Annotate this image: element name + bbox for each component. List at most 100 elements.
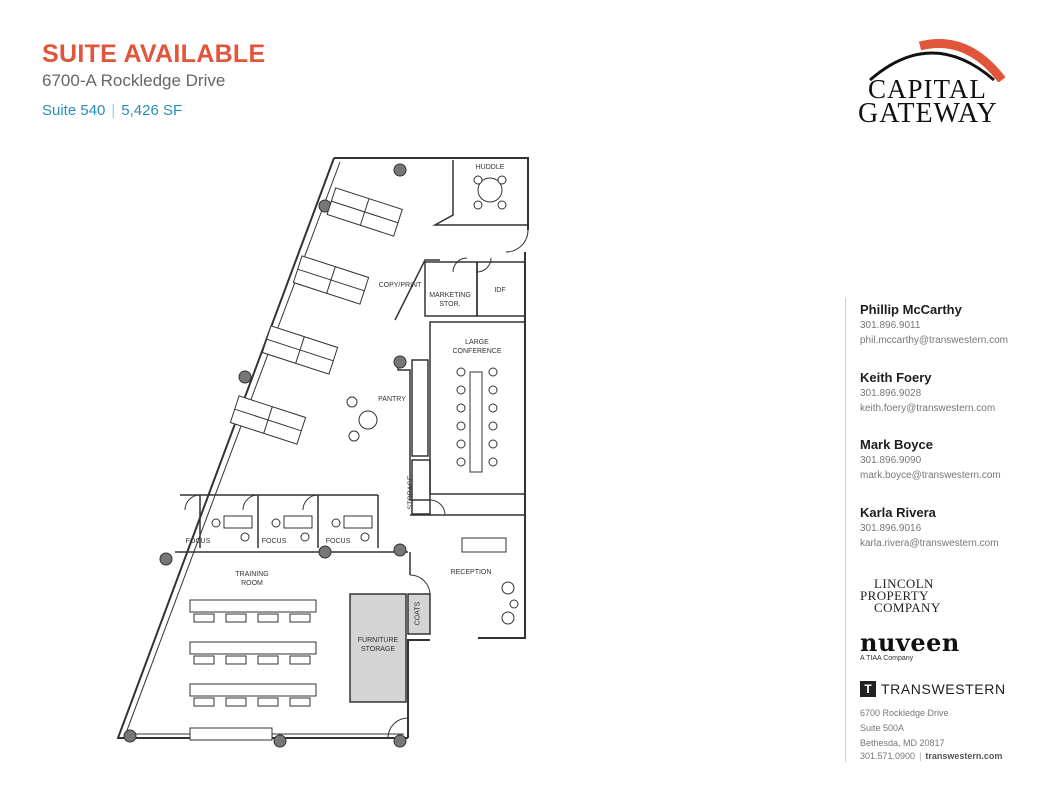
suite-info: Suite 540|5,426 SF [42,102,182,119]
logo-line-gateway: GATEWAY [858,98,998,129]
chair [211,518,221,528]
room-label-training: TRAINING ROOM [226,570,278,588]
outer-wall [334,157,529,230]
reception-desk [461,537,507,553]
chair [331,518,341,528]
contact-email[interactable]: karla.rivera@transwestern.com [860,538,999,549]
outer-wall [478,252,526,639]
nuveen-tagline: A TIAA Company [860,655,914,662]
chair [456,403,466,413]
chair [271,518,281,528]
chair [497,200,507,210]
suite-number: Suite 540 [42,102,106,119]
chair [300,532,310,542]
chair [488,439,498,449]
idf-room-wall [476,261,526,317]
contact-phone: 301.896.9090 [860,455,922,466]
door-swing [302,494,319,511]
focus-desk [343,515,373,529]
chair [456,457,466,467]
contact-name: Phillip McCarthy [860,302,962,317]
room-label-focus: FOCUS [325,538,351,545]
contact-phone: 301.896.9016 [860,523,922,534]
contact-email[interactable]: phil.mccarthy@transwestern.com [860,335,1008,346]
outer-wall [116,157,408,739]
chair [225,697,247,707]
label-line: FURNITURE [357,637,399,644]
address-line: Suite 500A [860,723,905,733]
workstation-cluster [326,187,403,237]
logo-line-capital: CAPITAL [868,74,987,104]
contact-card: Mark Boyce 301.896.9090 mark.boyce@trans… [860,437,1035,481]
chair [360,532,370,542]
door-swing [387,717,409,739]
chair [193,613,215,623]
transwestern-contact: 301.571.0900|transwestern.com [860,751,1002,761]
chair [348,430,360,442]
transwestern-icon: T [860,681,876,697]
door-swing [505,229,529,253]
furniture-storage-room [349,593,407,703]
workstation-cluster [292,255,370,305]
chair [456,367,466,377]
lpc-line: LINCOLN [874,576,934,591]
door-swing [476,257,492,273]
chair [456,439,466,449]
focus-desk [283,515,313,529]
chair [509,599,519,609]
sidebar-divider [845,298,846,762]
chair [501,611,515,625]
chair [193,655,215,665]
contact-email[interactable]: keith.foery@transwestern.com [860,403,996,414]
contact-name: Karla Rivera [860,505,936,520]
label-line: CONFERENCE [452,348,502,355]
column [393,355,407,369]
label-line: MARKETING [429,292,471,299]
chair [289,697,311,707]
lpc-line: PROPERTY [860,588,929,603]
transwestern-phone: 301.571.0900 [860,751,916,761]
suite-area: 5,426 SF [121,102,183,119]
chair [289,613,311,623]
building-address: 6700-A Rockledge Drive [42,71,226,90]
door-swing [184,494,201,511]
door-swing [452,257,468,273]
chair [240,532,250,542]
contact-card: Phillip McCarthy 301.896.9011 phil.mccar… [860,302,1035,346]
transwestern-website[interactable]: transwestern.com [925,751,1003,761]
address-line: Bethesda, MD 20817 [860,738,945,748]
page-title: SUITE AVAILABLE [42,40,266,68]
chair [346,396,358,408]
chair [488,421,498,431]
label-line: STORAGE [360,646,396,653]
outer-wall [407,639,430,738]
training-table [189,683,317,697]
address-line: 6700 Rockledge Drive [860,708,949,718]
capital-gateway-arc-icon [869,39,1006,82]
room-label-focus: FOCUS [261,538,287,545]
contact-card: Keith Foery 301.896.9028 keith.foery@tra… [860,370,1035,414]
column [159,552,173,566]
contact-email[interactable]: mark.boyce@transwestern.com [860,470,1001,481]
chair [193,697,215,707]
coats-closet [407,593,431,635]
room-label-huddle: HUDDLE [475,164,505,171]
chair [225,655,247,665]
copy-wall [394,259,440,321]
room-label-marketing: MARKETING STOR. [425,291,475,309]
label-line: TRAINING [235,571,269,578]
pantry-table [358,410,378,430]
contact-card: Karla Rivera 301.896.9016 karla.rivera@t… [860,505,1035,549]
training-credenza [189,727,273,741]
room-label-pantry: PANTRY [378,396,406,403]
contact-phone: 301.896.9028 [860,388,922,399]
chair [488,403,498,413]
column [393,163,407,177]
chair [456,385,466,395]
chair [257,697,279,707]
chair [473,200,483,210]
workstation-cluster [229,395,307,445]
chair [257,613,279,623]
column [273,734,287,748]
focus-wall [180,494,379,548]
